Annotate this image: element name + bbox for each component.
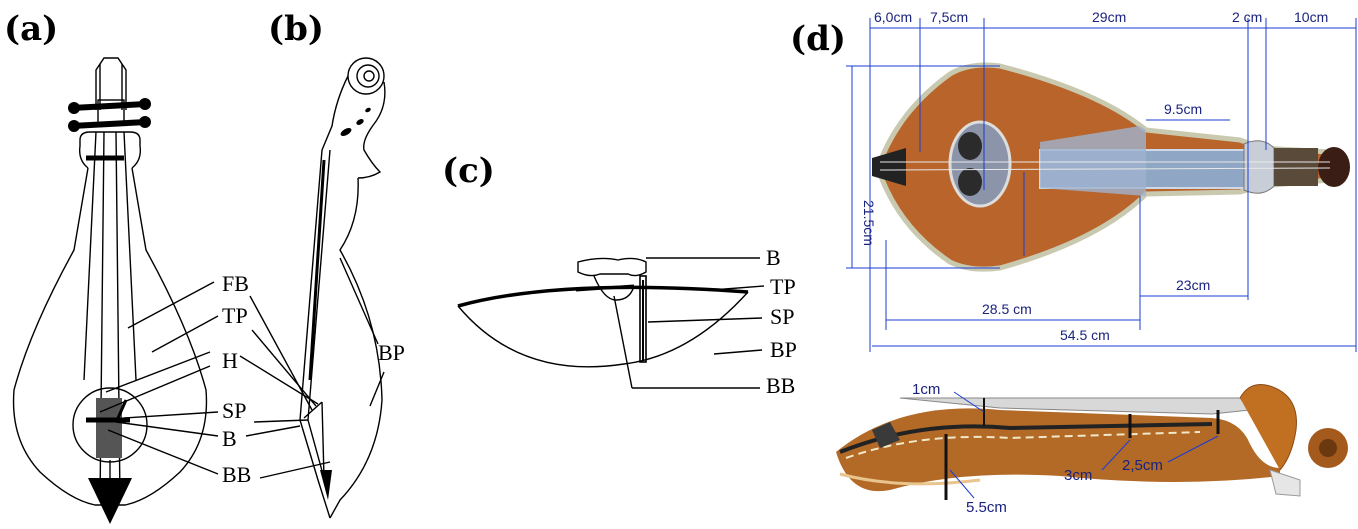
label-c-bp: BP	[770, 337, 797, 362]
panel-a-drawing	[12, 57, 219, 524]
dim-28-5cm: 28.5 cm	[982, 301, 1032, 317]
dim-10cm: 10cm	[1294, 9, 1328, 25]
dim-23cm: 23cm	[1176, 277, 1210, 293]
panel-c-label: (c)	[442, 151, 495, 191]
dim-21-5cm: 21.5cm	[861, 200, 877, 246]
label-a-b: B	[222, 426, 237, 451]
panel-d-label: (d)	[790, 19, 846, 59]
dim-3cm: 3cm	[1064, 467, 1092, 484]
label-b-bp: BP	[378, 340, 405, 365]
panel-b-label: (b)	[268, 9, 324, 49]
dim-2cm: 2 cm	[1232, 9, 1262, 25]
label-c-tp: TP	[770, 274, 796, 299]
label-c-bb: BB	[766, 373, 795, 398]
dim-1cm: 1cm	[912, 381, 940, 398]
label-c-b: B	[766, 245, 781, 270]
label-a-h: H	[222, 348, 238, 373]
panel-a-label: (a)	[4, 9, 58, 49]
label-a-tp: TP	[222, 303, 248, 328]
dim-5-5cm: 5.5cm	[966, 499, 1007, 516]
instrument-top-view	[872, 62, 1350, 272]
dim-29cm: 29cm	[1092, 9, 1126, 25]
label-c-sp: SP	[770, 304, 794, 329]
label-a-sp: SP	[222, 398, 246, 423]
dim-2-5cm: 2,5cm	[1122, 457, 1163, 474]
panel-c-drawing	[457, 257, 765, 389]
dim-7-5cm: 7,5cm	[930, 9, 968, 25]
dimension-lines-side	[944, 391, 1220, 500]
dim-54-5cm: 54.5 cm	[1060, 327, 1110, 343]
panel-b-drawing	[239, 57, 386, 519]
dim-6cm: 6,0cm	[874, 9, 912, 25]
label-a-fb: FB	[222, 271, 249, 296]
dim-9-5cm: 9.5cm	[1164, 101, 1202, 117]
label-a-bb: BB	[222, 462, 251, 487]
dimension-lines-top	[846, 18, 1357, 352]
